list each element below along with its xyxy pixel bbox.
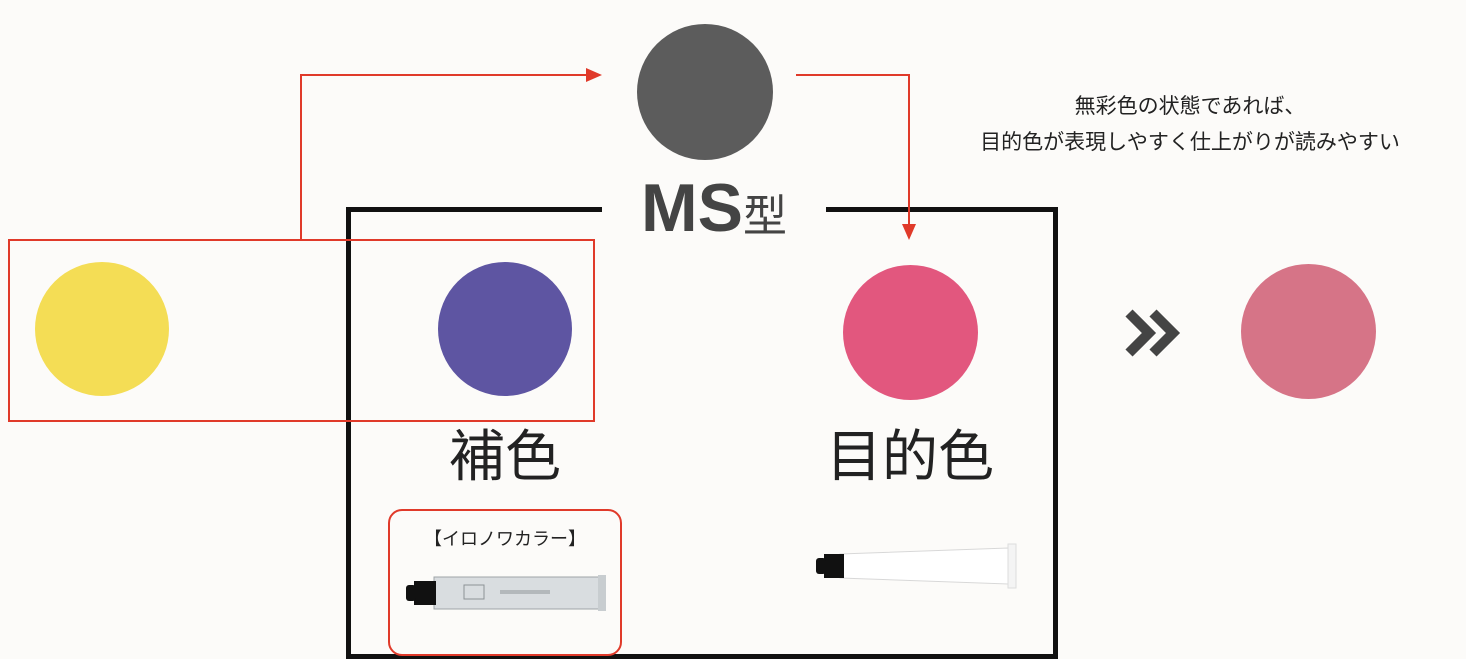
title-suffix: 型 [743,191,787,242]
double-chevron-right-icon [1123,305,1183,361]
pink-circle [843,265,978,400]
title-main: MS [641,170,743,246]
arrow-to-target [796,74,910,228]
product-label: 【イロノワカラー】 [424,529,586,550]
arrow-to-gray [300,74,590,240]
purple-circle [438,262,572,396]
product-card: 【イロノワカラー】 [388,509,622,656]
note-line-1: 無彩色の状態であれば、 [1074,94,1306,118]
flow-arrows [300,68,916,240]
gray-circle [637,24,773,160]
arrow-head-to-gray [586,68,602,82]
target-label: 目的色 [826,425,994,490]
diagram-title: MS 型 [602,168,826,248]
note-line-2: 目的色が表現しやすく仕上がりが読みやすい [980,130,1400,154]
yellow-circle [35,262,169,396]
tube-icon [406,575,606,611]
complement-label: 補色 [449,425,561,490]
result-circle [1241,264,1376,399]
arrow-head-to-target [902,224,916,240]
note-text: 無彩色の状態であれば、 目的色が表現しやすく仕上がりが読みやすい [920,88,1460,160]
tube-icon [816,543,1017,589]
